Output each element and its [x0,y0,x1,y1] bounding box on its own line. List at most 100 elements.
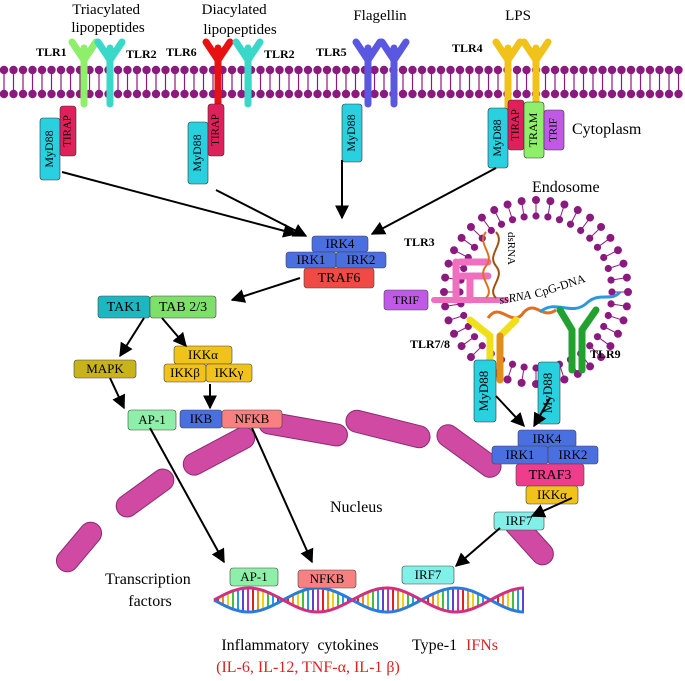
tlr9-receptor [556,306,600,374]
ligand-diacylated: Diacylated lipopeptides [202,2,277,38]
lipid-head [573,206,582,215]
lipid-head [189,89,199,99]
lipid-head [398,89,408,99]
lipid-head [227,65,237,75]
lipid-head [28,65,37,75]
lipid-head [427,65,436,75]
dna-helix [213,586,525,614]
irk2-box-2: IRK2 [547,445,599,465]
lipid-head [341,89,351,99]
dna-strand-b [213,586,525,614]
lipid-head [613,246,622,255]
lipid-head [477,213,486,222]
irk1-box-2: IRK1 [491,445,549,465]
ssrna-strand [486,306,557,320]
lipid-head [332,65,341,75]
mapk-box: MAPK [73,359,137,379]
lipid-head [577,226,585,235]
lipid-head [636,65,645,75]
lipid-head [180,89,189,99]
lipid-head [522,65,531,75]
lipid-head [586,342,594,350]
ap1-box-cytoplasm: AP-1 [127,409,177,431]
lipid-head [151,65,161,75]
tlr1-receptor [68,38,100,108]
lipid-head [604,311,612,320]
lipid-head [457,342,466,351]
myd88-box-tlr12-label: MyD88 [42,130,56,167]
irk4-box-1-label: IRK4 [326,236,355,251]
lipid-head [490,206,499,215]
lipid-head [600,253,608,262]
tab23-box: TAB 2/3 [149,295,217,319]
lipid-head [508,360,517,368]
lipid-head [113,89,123,99]
dna-strand-a [213,586,525,614]
lipid-head [47,65,56,75]
lipid-head [622,273,631,282]
label-tlr5: TLR5 [316,45,347,59]
lipid-head [66,65,75,75]
ikka-box: IKKα [173,345,233,365]
irf7-box-nucleus-label: IRF7 [415,567,442,582]
irk4-box-2-label: IRK4 [533,431,562,446]
lipid-head [37,89,47,99]
lipid-head [142,89,151,99]
lipid-head [450,246,459,255]
ikb-box: IKB [179,409,223,429]
irk2-box-1: IRK2 [335,251,387,269]
lipid-head [199,89,208,99]
nfkb-box-cytoplasm: NFKB [221,409,283,429]
lipid-head [28,89,37,99]
irk4-box-1: IRK4 [311,235,369,253]
lipid-head [566,220,575,228]
lipid-head [655,65,664,75]
lipid-head [550,65,560,75]
label-tlr9: TLR9 [590,347,621,361]
lipid-head [636,89,645,99]
tlr78-receptor [466,316,520,384]
trif-box-tlr4: TRIF [543,109,565,151]
plasma-membrane [0,65,683,99]
lipid-head [569,89,579,99]
lipid-head [466,222,475,231]
ap1-box-nucleus: AP-1 [229,567,279,587]
lipid-head [470,333,479,341]
ikkb-box-label: IKKβ [170,365,200,380]
lipid-head [294,89,303,99]
lipid-head [341,65,351,75]
lipid-head [441,273,450,282]
lipid-head [265,89,275,99]
irk2-box-2-label: IRK2 [559,447,588,462]
lipid-head [113,65,123,75]
lipid-head [544,213,552,221]
irf7-box-cytoplasm-label: IRF7 [506,513,533,528]
lipid-head [560,89,569,99]
traf3-box-label: TRAF3 [529,468,572,483]
lipid-head [275,65,284,75]
irk4-box-2: IRK4 [517,429,577,449]
lipid-head [645,65,655,75]
lipid-head [517,378,526,387]
lipid-head [466,353,475,362]
ligand-lps: LPS [505,8,531,24]
nfkb-box-nucleus: NFKB [297,569,357,589]
myd88-box-tlr9-label: MyD88 [540,373,555,413]
cpg-dna-strand [539,290,622,314]
lipid-head [541,65,550,75]
tlr5-receptor [352,38,410,108]
lipid-head [579,89,588,99]
ligand-triacylated: Triacylated lipopeptides [71,2,144,36]
lipid-head [517,197,526,206]
label-ssrna: ssRNA [498,287,533,306]
lipid-head [597,353,606,362]
lipid-head [142,65,151,75]
lipid-head [66,89,75,99]
lipid-head [450,329,459,338]
lipid-head [436,65,446,75]
lipid-head [560,375,569,384]
lipid-head [436,89,446,99]
myd88-box-tlr62: MyD88 [187,121,209,185]
lipid-head [94,89,104,99]
myd88-box-tlr78-label: MyD88 [476,371,491,411]
